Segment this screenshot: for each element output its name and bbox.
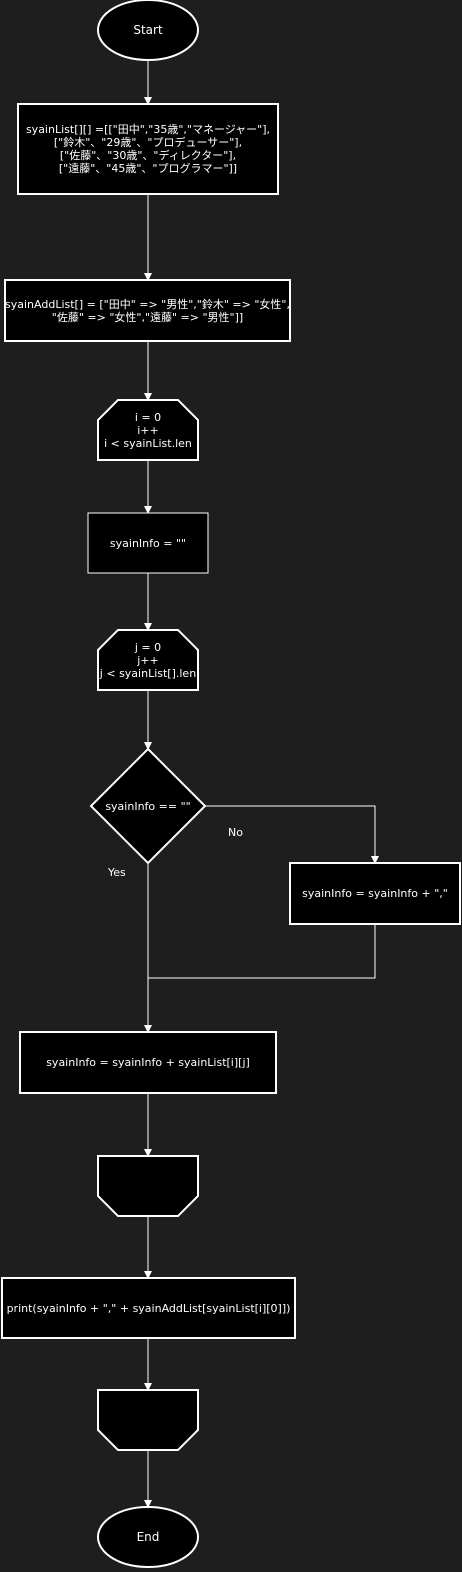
syain-add-list-shape[interactable] <box>4 279 291 342</box>
loop-i-start-label: i = 0 i++ i < syainList.len <box>104 410 192 450</box>
append-comma-shape[interactable] <box>289 862 461 925</box>
syain-add-list-label: syainAddList[] = ["田中" => "男性","鈴木" => "… <box>5 297 290 324</box>
loop-j-end-label <box>98 1156 198 1216</box>
loop-j-start-shape[interactable] <box>97 629 199 691</box>
loop-j-end-shape[interactable] <box>97 1155 199 1217</box>
edge-comma-to-merge <box>148 924 376 979</box>
end-label: End <box>136 1529 160 1544</box>
loop-j-start-label: j = 0 j++ j < syainList[].len <box>99 640 197 680</box>
print-shape[interactable] <box>1 1277 296 1339</box>
append-value-label: syainInfo = syainInfo + syainList[i][j] <box>46 1056 250 1069</box>
start-label: Start <box>133 22 163 37</box>
connectors <box>144 60 379 1508</box>
decision-shape[interactable] <box>89 747 207 865</box>
loop-i-start-shape[interactable] <box>97 399 199 461</box>
edge-label-yes: Yes <box>108 866 126 879</box>
init-info-shape[interactable] <box>87 512 209 574</box>
end-shape[interactable] <box>97 1506 199 1568</box>
append-comma-label: syainInfo = syainInfo + "," <box>302 887 448 900</box>
syain-list-label: syainList[][] =[["田中","35歳","マネージャー"], [… <box>25 123 271 175</box>
append-value-shape[interactable] <box>19 1031 277 1094</box>
loop-i-end-label <box>98 1390 198 1450</box>
print-label: print(syainInfo + "," + syainAddList[sya… <box>6 1301 291 1315</box>
edge-label-no: No <box>228 826 243 839</box>
start-shape[interactable] <box>97 0 199 61</box>
decision-label: syainInfo == "" <box>105 799 191 813</box>
loop-i-end-shape[interactable] <box>97 1389 199 1451</box>
syain-list-shape[interactable] <box>17 103 279 195</box>
init-info-label: syainInfo = "" <box>109 536 187 550</box>
edge-decision-no <box>205 805 379 864</box>
